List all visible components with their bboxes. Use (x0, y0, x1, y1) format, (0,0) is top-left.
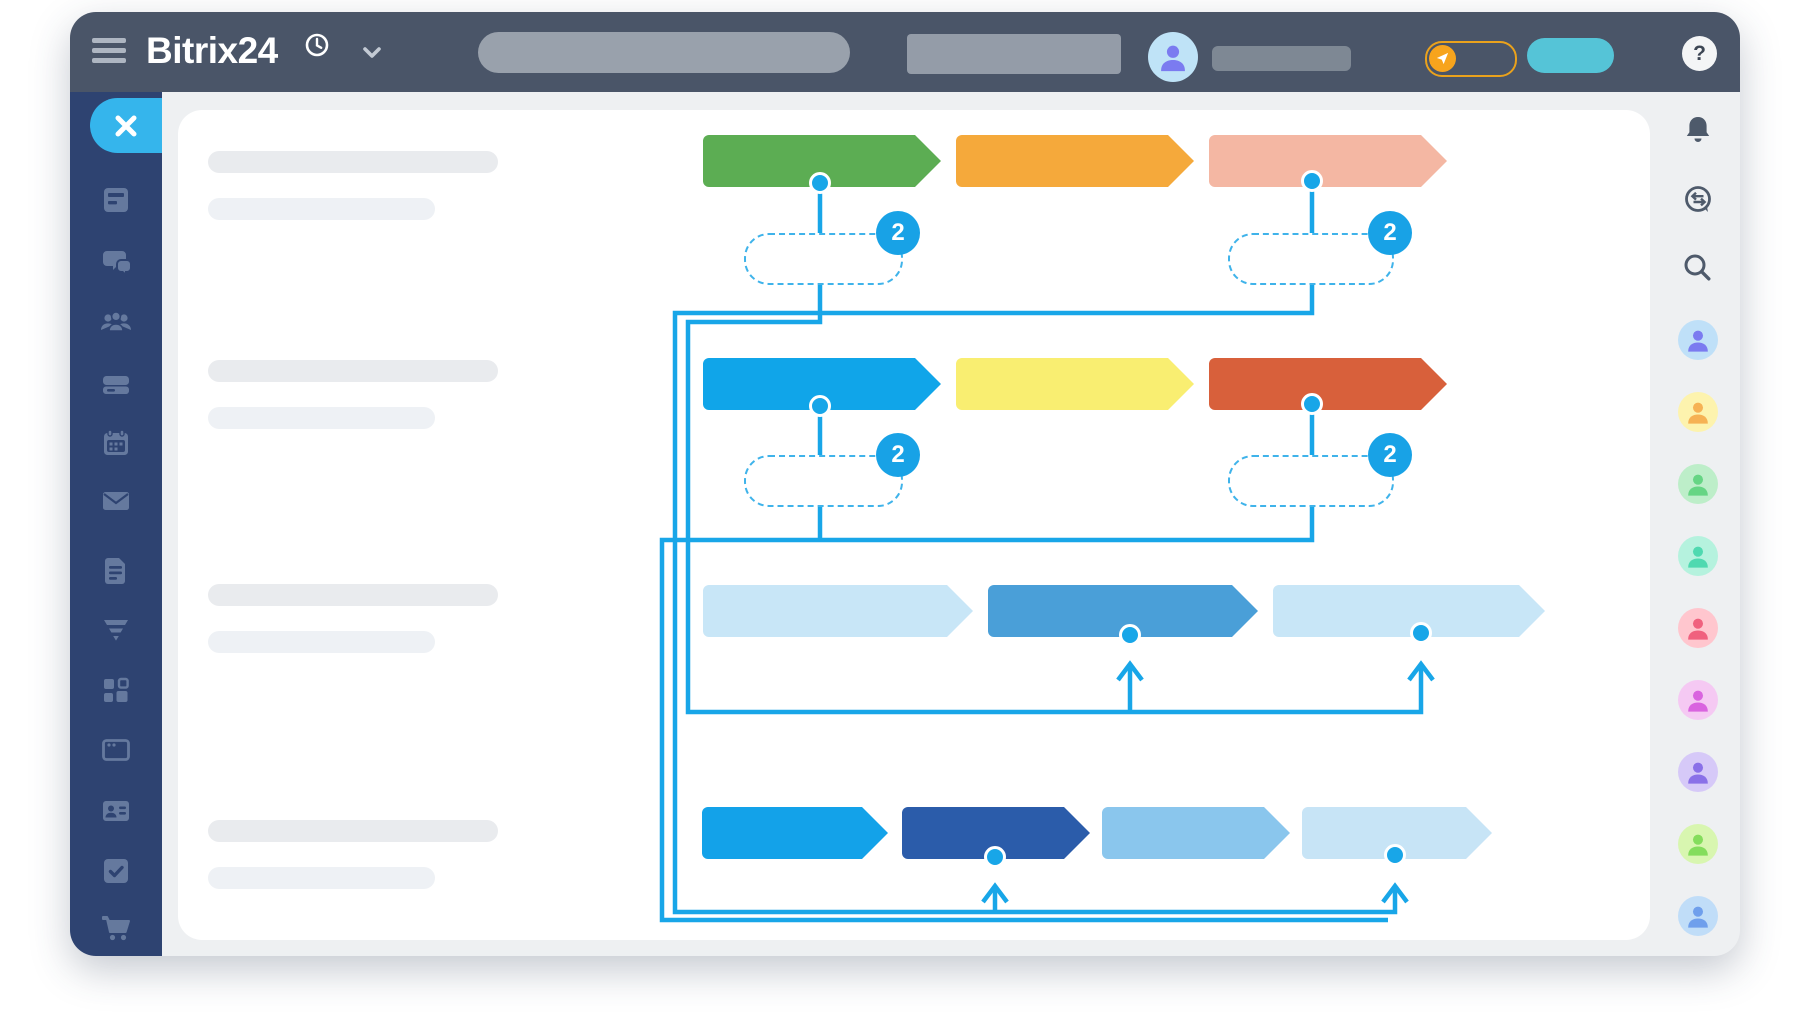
skeleton-title-bar (208, 360, 498, 382)
funnel-stage-chevron (956, 358, 1194, 410)
team-avatar[interactable] (1678, 320, 1718, 360)
connector-dot (1410, 622, 1432, 644)
connector-dot (809, 395, 831, 417)
connector-dot (809, 172, 831, 194)
clock-icon (304, 32, 330, 63)
help-button[interactable]: ? (1682, 36, 1717, 71)
connector-dot (1301, 393, 1323, 415)
brand-logo: Bitrix24 (146, 30, 278, 71)
search-icon[interactable] (1680, 250, 1716, 286)
search-input[interactable] (478, 32, 850, 73)
sidebar-item-employees[interactable] (99, 305, 133, 339)
close-icon (115, 115, 137, 136)
automation-count-badge: 2 (876, 211, 920, 255)
team-avatar[interactable] (1678, 752, 1718, 792)
sidebar-item-crm-funnel[interactable] (99, 612, 133, 646)
top-bar: Bitrix24 ? (70, 12, 1740, 92)
menu-hamburger-icon[interactable] (92, 38, 126, 66)
sidebar-item-store[interactable] (99, 910, 133, 944)
skeleton-title-bar (208, 820, 498, 842)
funnel-stage-chevron (1273, 585, 1545, 637)
topbar-placeholder-block (907, 34, 1121, 74)
sidebar-item-contacts[interactable] (99, 794, 133, 828)
team-avatar[interactable] (1678, 680, 1718, 720)
team-avatar[interactable] (1678, 464, 1718, 504)
sidebar-item-calendar[interactable] (99, 426, 133, 460)
sidebar-close-button[interactable] (90, 98, 162, 153)
team-avatar[interactable] (1678, 896, 1718, 936)
connector-dot (1119, 624, 1141, 646)
team-avatar[interactable] (1678, 824, 1718, 864)
paper-plane-icon (1429, 45, 1456, 72)
skeleton-subtitle-bar (208, 407, 435, 429)
funnel-stage-chevron (956, 135, 1194, 187)
sidebar-item-sites[interactable] (99, 733, 133, 767)
connector-dot (1301, 170, 1323, 192)
skeleton-subtitle-bar (208, 631, 435, 653)
app-window: Bitrix24 ? (70, 12, 1740, 956)
connector-dot (984, 846, 1006, 868)
sidebar-item-documents[interactable] (99, 554, 133, 588)
automation-count-badge: 2 (876, 433, 920, 477)
notifications-bell-icon[interactable] (1680, 112, 1716, 148)
skeleton-subtitle-bar (208, 198, 435, 220)
skeleton-title-bar (208, 151, 498, 173)
sidebar-item-applications[interactable] (99, 673, 133, 707)
message-history-icon[interactable] (1680, 182, 1716, 218)
sidebar-item-tasks[interactable] (99, 854, 133, 888)
launch-toggle[interactable] (1425, 41, 1517, 77)
primary-action-button[interactable] (1527, 38, 1614, 73)
funnel-stage-chevron (702, 807, 888, 859)
connector-dot (1384, 844, 1406, 866)
automation-count-badge: 2 (1368, 211, 1412, 255)
skeleton-title-bar (208, 584, 498, 606)
funnel-stage-chevron (1102, 807, 1290, 859)
main-content-card: 2 2 2 2 (178, 110, 1650, 940)
funnel-stage-chevron (1209, 358, 1447, 410)
user-avatar[interactable] (1148, 32, 1198, 82)
funnel-stage-chevron (1209, 135, 1447, 187)
sidebar-item-messenger[interactable] (99, 244, 133, 278)
chevron-down-icon[interactable] (358, 42, 386, 69)
sidebar-item-drive[interactable] (99, 367, 133, 401)
skeleton-subtitle-bar (208, 867, 435, 889)
automation-count-badge: 2 (1368, 433, 1412, 477)
team-avatar[interactable] (1678, 608, 1718, 648)
sidebar-item-live-feed[interactable] (99, 183, 133, 217)
team-avatar[interactable] (1678, 392, 1718, 432)
funnel-stage-chevron (703, 585, 973, 637)
team-avatar[interactable] (1678, 536, 1718, 576)
automation-rule-pill (744, 233, 903, 285)
sidebar-item-mail[interactable] (99, 484, 133, 518)
topbar-placeholder-bar (1212, 46, 1351, 71)
